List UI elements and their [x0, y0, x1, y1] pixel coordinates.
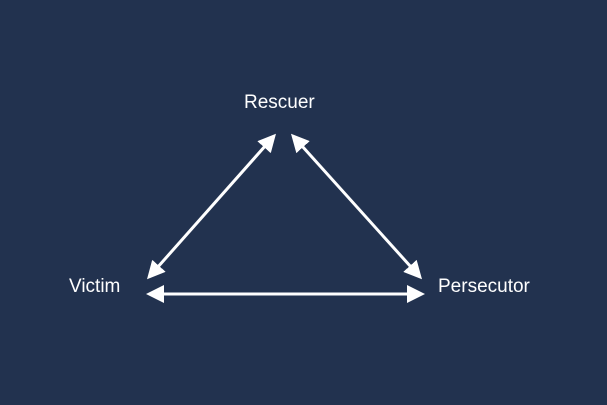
edge-rescuer-victim-arrow [147, 133, 276, 280]
edge-rescuer-persecutor-arrow [290, 133, 423, 280]
node-label-rescuer: Rescuer [244, 92, 315, 113]
node-label-victim: Victim [69, 276, 121, 297]
node-label-persecutor: Persecutor [438, 276, 530, 297]
